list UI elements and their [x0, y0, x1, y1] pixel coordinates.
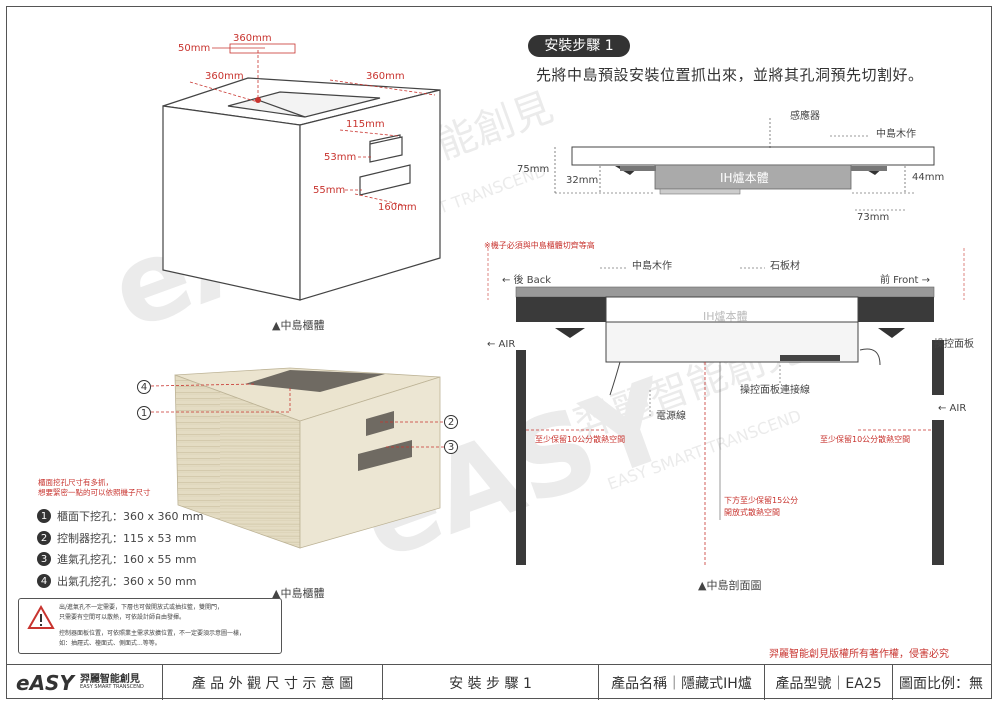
callout-3: 3	[444, 440, 458, 454]
dim-55: 55mm	[313, 185, 346, 196]
warning-line-1: 出/進氣孔不一定需要，下層也可做開放式或抽拉籃，雙開門，	[59, 604, 224, 611]
logo-brand-cn: 羿麗智能創見	[79, 674, 140, 685]
warning-line-4: 如：抽屜式、檯面式、側面式...等等。	[59, 640, 161, 647]
side-view-small	[571, 146, 935, 195]
footer-scale: 圖面比例：無	[892, 665, 989, 700]
warning-line-3: 控制器面板位置，可依照業主需求放擴位置，不一定要須示意圖一樣，	[59, 630, 246, 637]
wood-cabinet-caption: ▲中島櫃體	[272, 587, 325, 600]
dim-75: 75mm	[517, 164, 550, 175]
section-view	[487, 248, 965, 565]
dim-50: 50mm	[178, 43, 211, 54]
label-wood-small: 中島木作	[876, 129, 916, 140]
label-sensor: 感應器	[790, 111, 820, 122]
dim-360-left: 360mm	[205, 71, 244, 82]
logo-brand-en: EASY SMART TRANSCEND	[79, 684, 144, 690]
footer-title: 產 品 外 觀 尺 寸 示 意 圖	[162, 665, 382, 700]
callout-1: 1	[137, 406, 151, 420]
section-warning: ※機子必須與中島櫃體切齊等高	[484, 241, 595, 250]
label-keep-left: 至少保留10公分散熱空間	[535, 435, 626, 444]
legend-note: 櫃面挖孔尺寸有多抓， 想要緊密一點的可以依照機子尺寸	[38, 478, 151, 497]
label-ih-section: IH爐本體	[703, 310, 748, 323]
label-power: 電源線	[656, 411, 686, 422]
dim-44: 44mm	[912, 172, 945, 183]
dim-53: 53mm	[324, 152, 357, 163]
label-keep-bottom-1: 下方至少保留15公分	[724, 496, 799, 505]
footer-step: 安 裝 步 驟 1	[382, 665, 598, 700]
top-box-center-mark	[255, 97, 261, 103]
label-stone: 石板材	[770, 261, 800, 272]
dim-73: 73mm	[857, 212, 890, 223]
dim-115: 115mm	[346, 119, 385, 130]
label-air-right: ← AIR	[938, 403, 967, 414]
dim-360-top: 360mm	[233, 33, 272, 44]
callout-4: 4	[137, 380, 151, 394]
warning-icon	[27, 605, 55, 629]
dim-32: 32mm	[566, 175, 599, 186]
line-cabinet	[162, 77, 441, 301]
dim-360-right: 360mm	[366, 71, 405, 82]
footer-logo: eASY 羿麗智能創見 EASY SMART TRANSCEND	[6, 665, 162, 700]
label-air-left: ← AIR	[487, 339, 516, 350]
step-badge: 安裝步驟 1	[528, 35, 630, 57]
callout-2: 2	[444, 415, 458, 429]
copyright: 羿麗智能創見版權所有著作權，侵害必究	[769, 649, 949, 660]
section-dims	[526, 362, 932, 565]
title-block: eASY 羿麗智能創見 EASY SMART TRANSCEND 產 品 外 觀…	[6, 664, 992, 700]
wood-cabinet	[174, 367, 441, 549]
line-cabinet-caption: ▲中島櫃體	[272, 319, 325, 332]
drawing-frame	[6, 6, 992, 699]
top-box-dimensions	[189, 43, 436, 207]
label-front: 前 Front →	[880, 275, 931, 286]
label-keep-right: 至少保留10公分散熱空間	[820, 435, 911, 444]
footer-model: 產品型號｜EA25	[764, 665, 892, 700]
label-keep-bottom-2: 開放式散熱空間	[724, 508, 780, 517]
logo-mark: eASY	[16, 670, 74, 695]
footer-product-name: 產品名稱｜隱藏式IH爐	[598, 665, 764, 700]
section-caption: ▲中島剖面圖	[698, 579, 762, 592]
step-instruction: 先將中島預設安裝位置抓出來，並將其孔洞預先切割好。	[536, 66, 924, 84]
label-wood-section: 中島木作	[632, 261, 672, 272]
dim-160: 160mm	[378, 202, 417, 213]
label-panel-wire: 操控面板連接線	[740, 385, 810, 396]
warning-line-2: 只需要有空間可以散熱，可依設計師自由發揮。	[59, 614, 186, 621]
label-panel: 操控面板	[934, 339, 974, 350]
side-view-small-dims	[554, 118, 915, 211]
warning-box: 出/進氣孔不一定需要，下層也可做開放式或抽拉籃，雙開門， 只需要有空間可以散熱，…	[18, 598, 282, 654]
wood-callout-lines	[150, 383, 444, 448]
label-ih-small: IH爐本體	[720, 171, 769, 185]
label-back: ← 後 Back	[502, 275, 552, 286]
section-leaders	[600, 267, 781, 418]
